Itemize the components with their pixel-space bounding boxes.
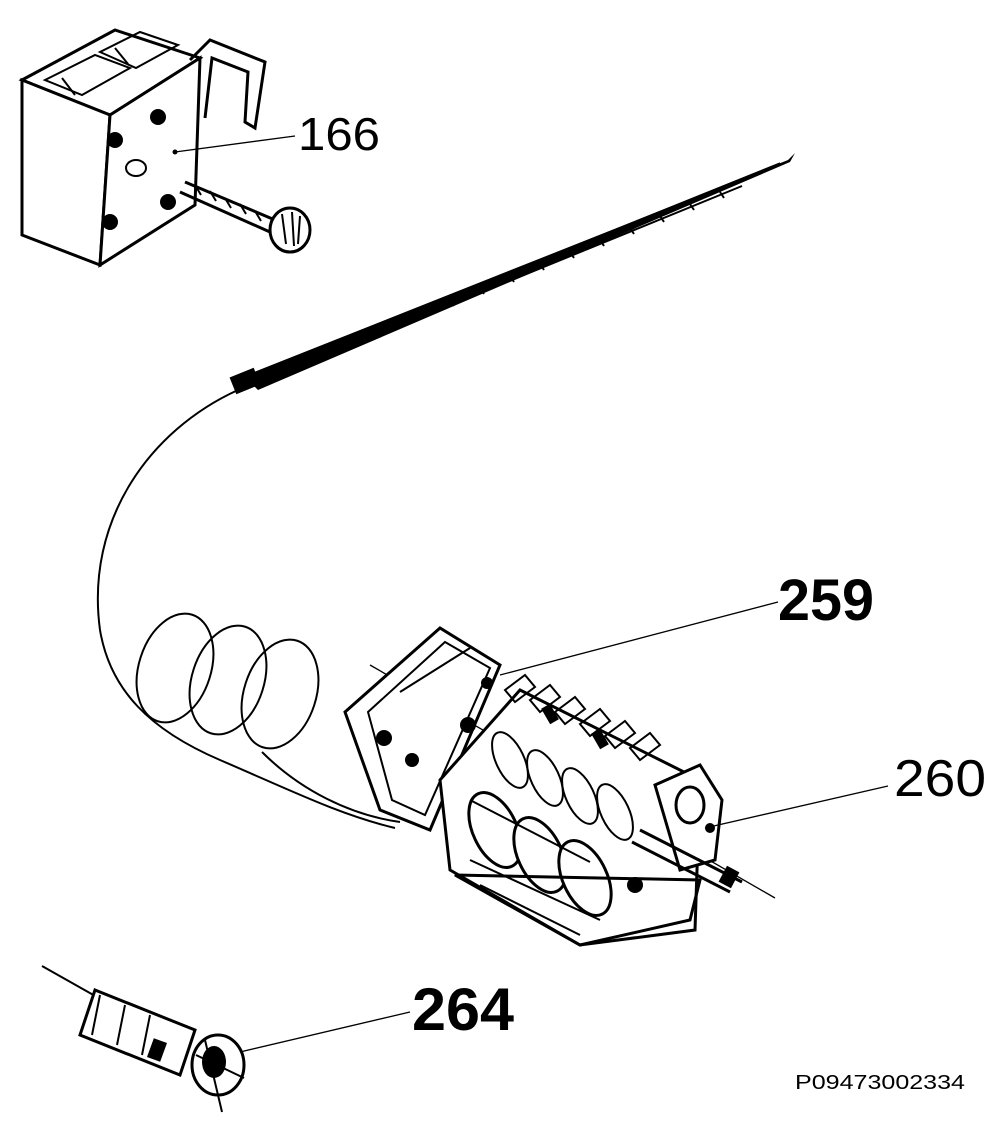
leader-264	[239, 1011, 411, 1053]
part-259-thermostat-switch	[343, 601, 889, 947]
leader-259	[499, 601, 779, 676]
callout-260: 260	[894, 750, 986, 808]
capillary-tube-and-bulb	[96, 153, 795, 829]
part-264-probe	[41, 965, 411, 1113]
part-166-terminal-block	[18, 28, 312, 268]
leader-166	[174, 135, 296, 153]
callout-264: 264	[412, 976, 515, 1043]
drawing-reference-code: P09473002334	[795, 1072, 965, 1094]
callout-259: 259	[778, 568, 874, 633]
leader-260	[704, 785, 889, 829]
callout-166: 166	[298, 108, 380, 160]
